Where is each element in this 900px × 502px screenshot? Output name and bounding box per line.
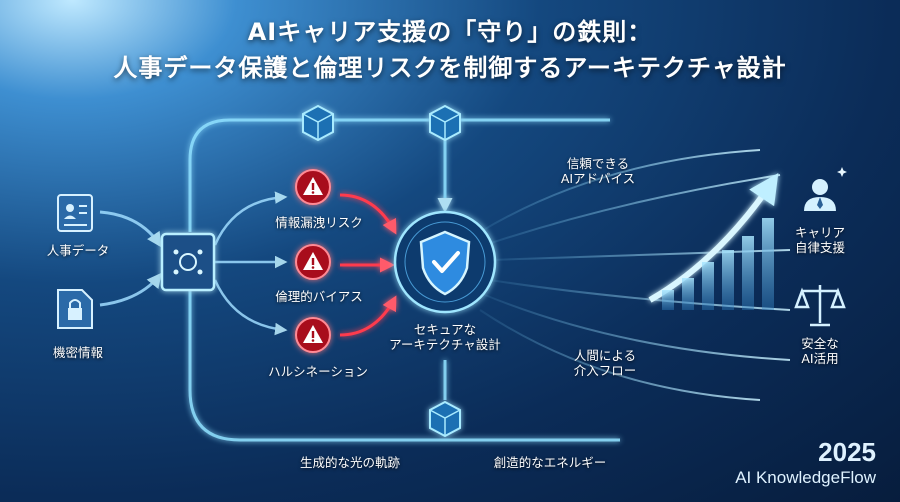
output-safe-line1: 安全な	[801, 336, 839, 351]
human-flow-line2: 介入フロー	[573, 363, 637, 378]
output-career-line1: キャリア	[794, 225, 845, 240]
output-safe-line2: AI活用	[801, 351, 839, 366]
output-label-career: キャリア 自律支援	[790, 225, 850, 255]
input-label-hr-data: 人事データ	[46, 243, 110, 258]
shield-check-icon	[393, 210, 497, 314]
center-label: セキュアな アーキテクチャ設計	[385, 322, 505, 352]
sparkle-icon	[837, 167, 847, 177]
risk-label-bias: 倫理的バイアス	[275, 289, 363, 304]
risk-branches	[213, 191, 288, 336]
risk-to-shield-arrows	[339, 193, 397, 337]
id-card-icon	[57, 194, 93, 232]
output-label-safe-ai: 安全な AI活用	[790, 336, 850, 366]
warning-icon-1	[295, 169, 331, 205]
warning-icon-2	[295, 244, 331, 280]
bottom-label-left: 生成的な光の軌跡	[299, 455, 400, 470]
outer-loop-path	[188, 118, 620, 442]
person-icon	[804, 179, 836, 211]
cube-node-top-center	[429, 104, 461, 142]
input-label-confidential: 機密情報	[52, 345, 103, 360]
human-flow-label: 人間による 介入フロー	[555, 348, 655, 378]
input-arrows	[99, 210, 162, 307]
processing-hub-icon	[160, 232, 216, 292]
warning-icon-3	[295, 317, 331, 353]
advice-label: 信頼できる AIアドバイス	[548, 156, 648, 186]
lock-document-icon	[57, 289, 93, 329]
cube-node-bottom-center	[429, 400, 461, 438]
bottom-label-right: 創造的なエネルギー	[493, 455, 607, 470]
scales-icon	[794, 285, 846, 327]
center-label-line2: アーキテクチャ設計	[389, 337, 501, 352]
advice-label-line1: 信頼できる	[566, 156, 630, 171]
risk-label-hallucination: ハルシネーション	[268, 364, 368, 379]
brand-name: AI KnowledgeFlow	[735, 468, 876, 487]
growth-bars	[662, 218, 774, 310]
brand-year: 2025	[818, 437, 876, 467]
title-line-1: AIキャリア支援の「守り」の鉄則：	[247, 18, 653, 46]
brand-block: 2025 AI KnowledgeFlow	[735, 437, 876, 488]
output-career-line2: 自律支援	[794, 240, 845, 255]
title-line-2: 人事データ保護と倫理リスクを制御するアーキテクチャ設計	[113, 54, 787, 82]
growth-arrow	[648, 173, 779, 303]
center-label-line1: セキュアな	[413, 322, 477, 337]
human-flow-line1: 人間による	[573, 348, 637, 363]
advice-label-line2: AIアドバイス	[560, 171, 636, 186]
risk-label-leak: 情報漏洩リスク	[275, 215, 363, 230]
cube-node-top-left	[302, 104, 334, 142]
